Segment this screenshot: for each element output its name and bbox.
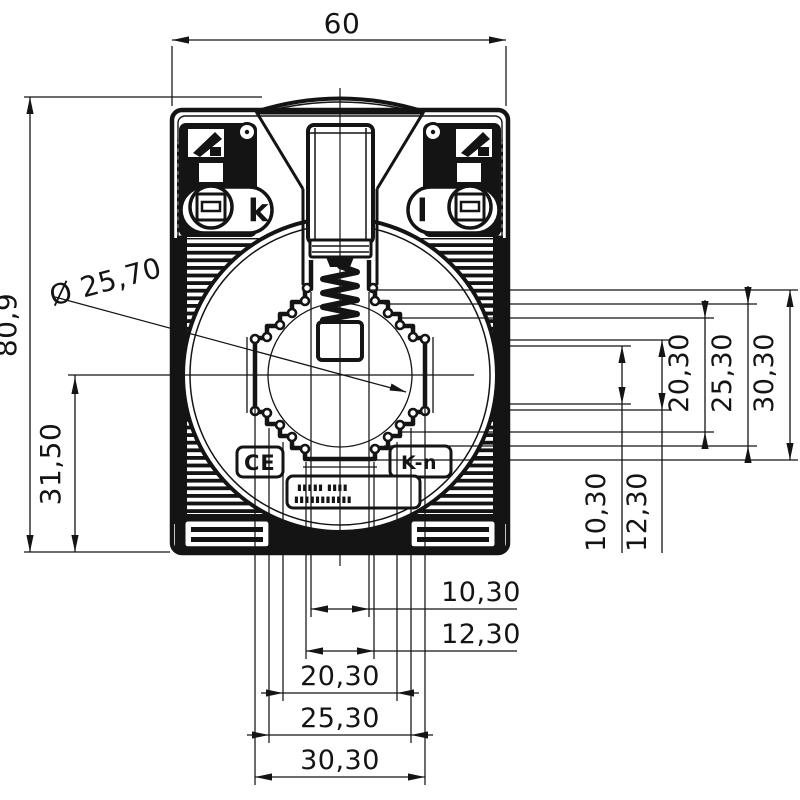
rating-label: ▮▮▮▮▮ ▮▮▮▮ ▮▮▮▮▮▮▮▮▮▮▮ xyxy=(285,474,422,510)
bottom-vent-slot-right xyxy=(408,518,498,550)
ce-mark-text: CE xyxy=(244,451,276,475)
dim-text-right-20-30: 20,30 xyxy=(664,333,695,413)
aperture-step-beads xyxy=(249,282,431,455)
dim-text-right-12-30: 12,30 xyxy=(622,472,653,552)
housing-screw-hole-icon xyxy=(237,122,443,142)
rating-label-line1: ▮▮▮▮▮ ▮▮▮▮ xyxy=(297,483,348,493)
dim-text-bottom-20-30: 20,30 xyxy=(300,661,380,692)
brand-logo: K-n xyxy=(388,444,453,479)
dim-text-31-50: 31,50 xyxy=(34,423,67,506)
clamp-funnel xyxy=(255,112,425,285)
dimension-right-heights: 10,30 12,30 20,30 25,30 30,30 xyxy=(370,286,798,553)
brand-logo-text: K-n xyxy=(401,452,437,474)
terminal-label-l: l xyxy=(417,193,428,229)
terminal-block-right xyxy=(406,123,501,237)
dim-text-bottom-10-30: 10,30 xyxy=(441,577,521,608)
dim-text-80-9: 80,9 xyxy=(0,293,23,357)
dimension-center-to-bottom: 31,50 xyxy=(34,375,79,552)
dimension-top-width: 60 xyxy=(171,7,507,106)
terminal-label-k: k xyxy=(248,193,270,229)
terminal-block-left xyxy=(179,123,274,237)
dim-text-right-10-30: 10,30 xyxy=(581,472,612,552)
dim-text-right-25-30: 25,30 xyxy=(707,333,738,413)
ce-mark: CE xyxy=(235,445,285,479)
rating-label-line2: ▮▮▮▮▮▮▮▮▮▮▮ xyxy=(294,495,352,505)
dim-text-bottom-25-30: 25,30 xyxy=(300,703,380,734)
dim-text-bottom-12-30: 12,30 xyxy=(441,619,521,650)
dim-text-60: 60 xyxy=(324,7,361,40)
bottom-vent-slot-left xyxy=(182,518,272,550)
dimension-bottom-widths: 10,30 12,30 20,30 25,30 30,30 xyxy=(247,292,521,785)
busbar-aperture xyxy=(246,260,434,468)
dim-text-right-30-30: 30,30 xyxy=(749,333,780,413)
dim-text-diameter: Ø 25,70 xyxy=(46,251,165,313)
dim-text-bottom-30-30: 30,30 xyxy=(300,745,380,776)
dimension-overall-height: 80,9 xyxy=(0,96,262,553)
